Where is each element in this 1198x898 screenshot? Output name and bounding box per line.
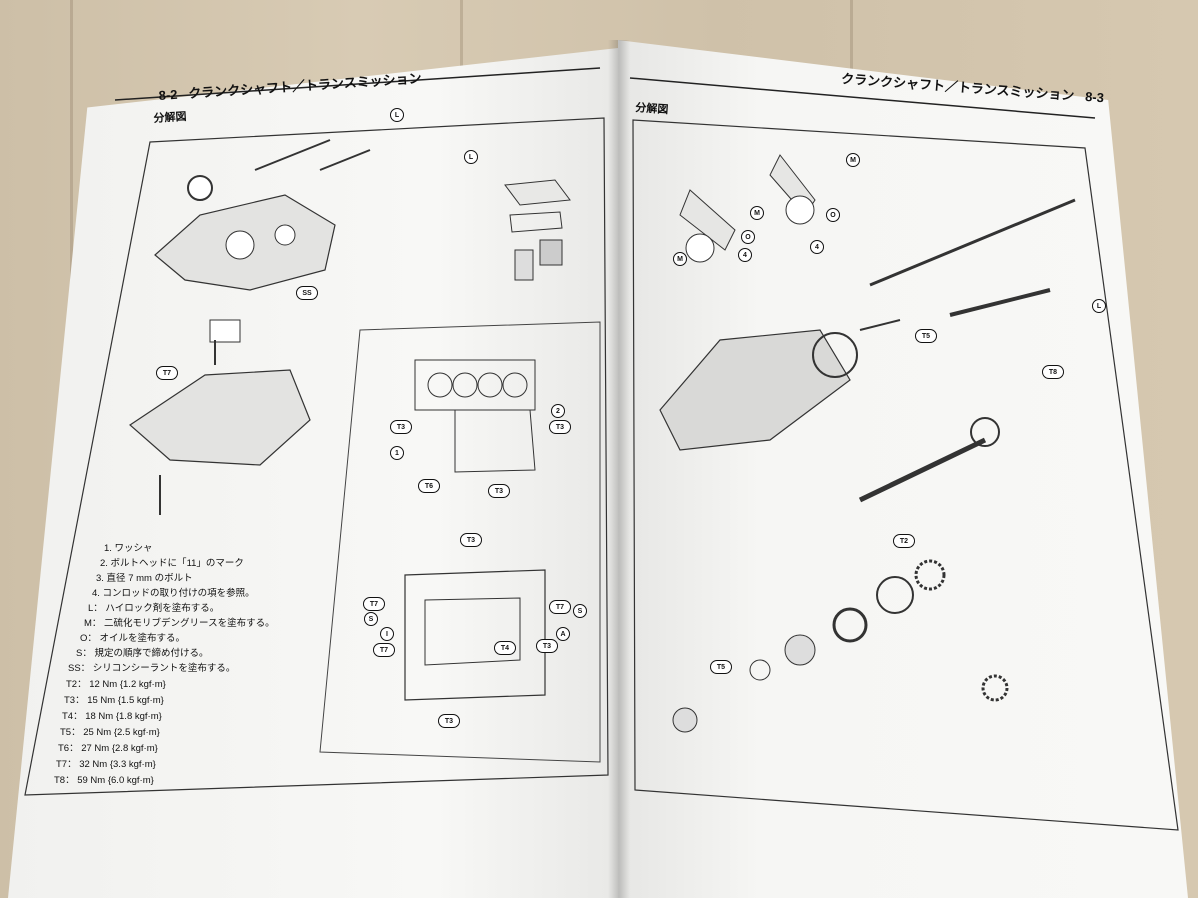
legend-item: 1. ワッシャ: [104, 543, 153, 554]
callout-m2: M: [750, 206, 764, 220]
callout-t3a: T3: [390, 420, 412, 434]
callout-t4: T4: [494, 641, 516, 655]
right-page-number: 8-3: [1084, 88, 1105, 106]
callout-t3b: T3: [488, 484, 510, 498]
right-section-label: 分解図: [634, 101, 669, 117]
legend-item: T6： 27 Nm {2.8 kgf·m}: [58, 743, 158, 754]
callout-t3c: T3: [549, 420, 571, 434]
callout-t5b: T5: [710, 660, 732, 674]
callout-l2: L: [464, 150, 478, 164]
callout-ss: SS: [296, 286, 318, 300]
callout-4b: 4: [810, 240, 824, 254]
callout-t3d: T3: [536, 639, 558, 653]
callout-t8: T8: [1042, 365, 1064, 379]
callout-t6: T6: [418, 479, 440, 493]
callout-m3: M: [673, 252, 687, 266]
callout-t5a: T5: [915, 329, 937, 343]
legend-item: 3. 直径 7 mm のボルト: [96, 573, 193, 584]
callout-t7c: T7: [549, 600, 571, 614]
callout-o2: O: [741, 230, 755, 244]
callout-t7b: T7: [363, 597, 385, 611]
callout-a: A: [556, 627, 570, 641]
legend-item: L： ハイロック剤を塗布する。: [88, 603, 220, 614]
left-section-label: 分解図: [153, 110, 187, 125]
legend-item: T2： 12 Nm {1.2 kgf·m}: [66, 679, 166, 690]
callout-i: I: [380, 627, 394, 641]
right-page: [618, 40, 1188, 898]
callout-l1: L: [390, 108, 404, 122]
callout-s2: S: [573, 604, 587, 618]
legend-item: SS： シリコンシーラントを塗布する。: [68, 663, 236, 674]
callout-o1: O: [826, 208, 840, 222]
legend-item: O： オイルを塗布する。: [80, 633, 186, 644]
callout-t3-bottom: T3: [438, 714, 460, 728]
callout-2: 2: [551, 404, 565, 418]
legend-item: 2. ボルトヘッドに「11」のマーク: [100, 558, 244, 569]
legend-item: T5： 25 Nm {2.5 kgf·m}: [60, 727, 160, 738]
legend-item: S： 規定の順序で締め付ける。: [76, 648, 209, 659]
legend-item: M： 二硫化モリブデングリースを塗布する。: [84, 618, 275, 629]
callout-m1: M: [846, 153, 860, 167]
callout-s1: S: [364, 612, 378, 626]
legend-item: T3： 15 Nm {1.5 kgf·m}: [64, 695, 164, 706]
legend-item: T8： 59 Nm {6.0 kgf·m}: [54, 775, 154, 786]
left-page-number: 8-2: [158, 86, 178, 103]
callout-t3-top: T3: [460, 533, 482, 547]
legend-item: T7： 32 Nm {3.3 kgf·m}: [56, 759, 156, 770]
book-gutter: [608, 40, 630, 898]
callout-l: L: [1092, 299, 1106, 313]
callout-t2: T2: [893, 534, 915, 548]
legend-item: 4. コンロッドの取り付けの項を参照。: [92, 588, 255, 599]
legend-item: T4： 18 Nm {1.8 kgf·m}: [62, 711, 162, 722]
callout-t7a: T7: [156, 366, 178, 380]
callout-4a: 4: [738, 248, 752, 262]
callout-t7d: T7: [373, 643, 395, 657]
callout-1: 1: [390, 446, 404, 460]
